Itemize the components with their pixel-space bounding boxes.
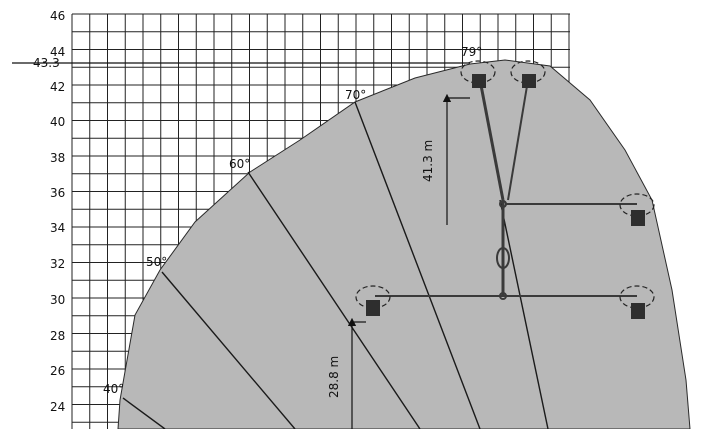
y-tick-40: 40 — [50, 115, 65, 129]
boom-joint-upper — [499, 200, 507, 208]
angle-label-40: 40° — [103, 382, 124, 396]
y-tick-30: 30 — [50, 293, 65, 307]
y-tick-36: 36 — [50, 186, 65, 200]
boom-joint-lower — [499, 292, 507, 300]
angle-line-79 — [499, 199, 549, 429]
angle-line-60 — [247, 171, 421, 429]
angle-line-40 — [122, 397, 166, 429]
basket-mid-right — [619, 193, 655, 226]
basket-top-left — [460, 60, 496, 88]
angle-line-50 — [161, 271, 296, 429]
basket-top-right — [510, 60, 546, 88]
working-envelope — [117, 59, 691, 429]
angle-line-70 — [354, 101, 481, 429]
y-tick-26: 26 — [50, 364, 65, 378]
y-tick-44: 44 — [50, 45, 65, 59]
boom-assembly — [375, 79, 637, 300]
basket-positions — [355, 60, 655, 319]
angle-label-70: 70° — [345, 88, 366, 102]
boom-pivot — [496, 247, 510, 269]
y-tick-34: 34 — [50, 221, 65, 235]
angle-label-60: 60° — [229, 157, 250, 171]
y-tick-32: 32 — [50, 257, 65, 271]
y-tick-42: 42 — [50, 80, 65, 94]
y-tick-46: 46 — [50, 9, 65, 23]
angle-label-79: 79° — [461, 45, 482, 59]
y-tick-38: 38 — [50, 151, 65, 165]
lower-height-label: 28.8 m — [327, 356, 341, 398]
y-tick-24: 24 — [50, 400, 65, 414]
y-axis-labels: 46 44 42 40 38 36 34 32 30 28 26 24 — [50, 9, 65, 414]
max-height-label: 43.3 — [33, 56, 60, 70]
main-boom-upper — [478, 79, 505, 201]
upper-height-label: 41.3 m — [421, 140, 435, 182]
jib-boom-upper — [507, 79, 529, 201]
y-tick-28: 28 — [50, 329, 65, 343]
basket-lower-left — [355, 285, 391, 316]
angle-label-50: 50° — [146, 255, 167, 269]
basket-lower-right — [619, 285, 655, 319]
